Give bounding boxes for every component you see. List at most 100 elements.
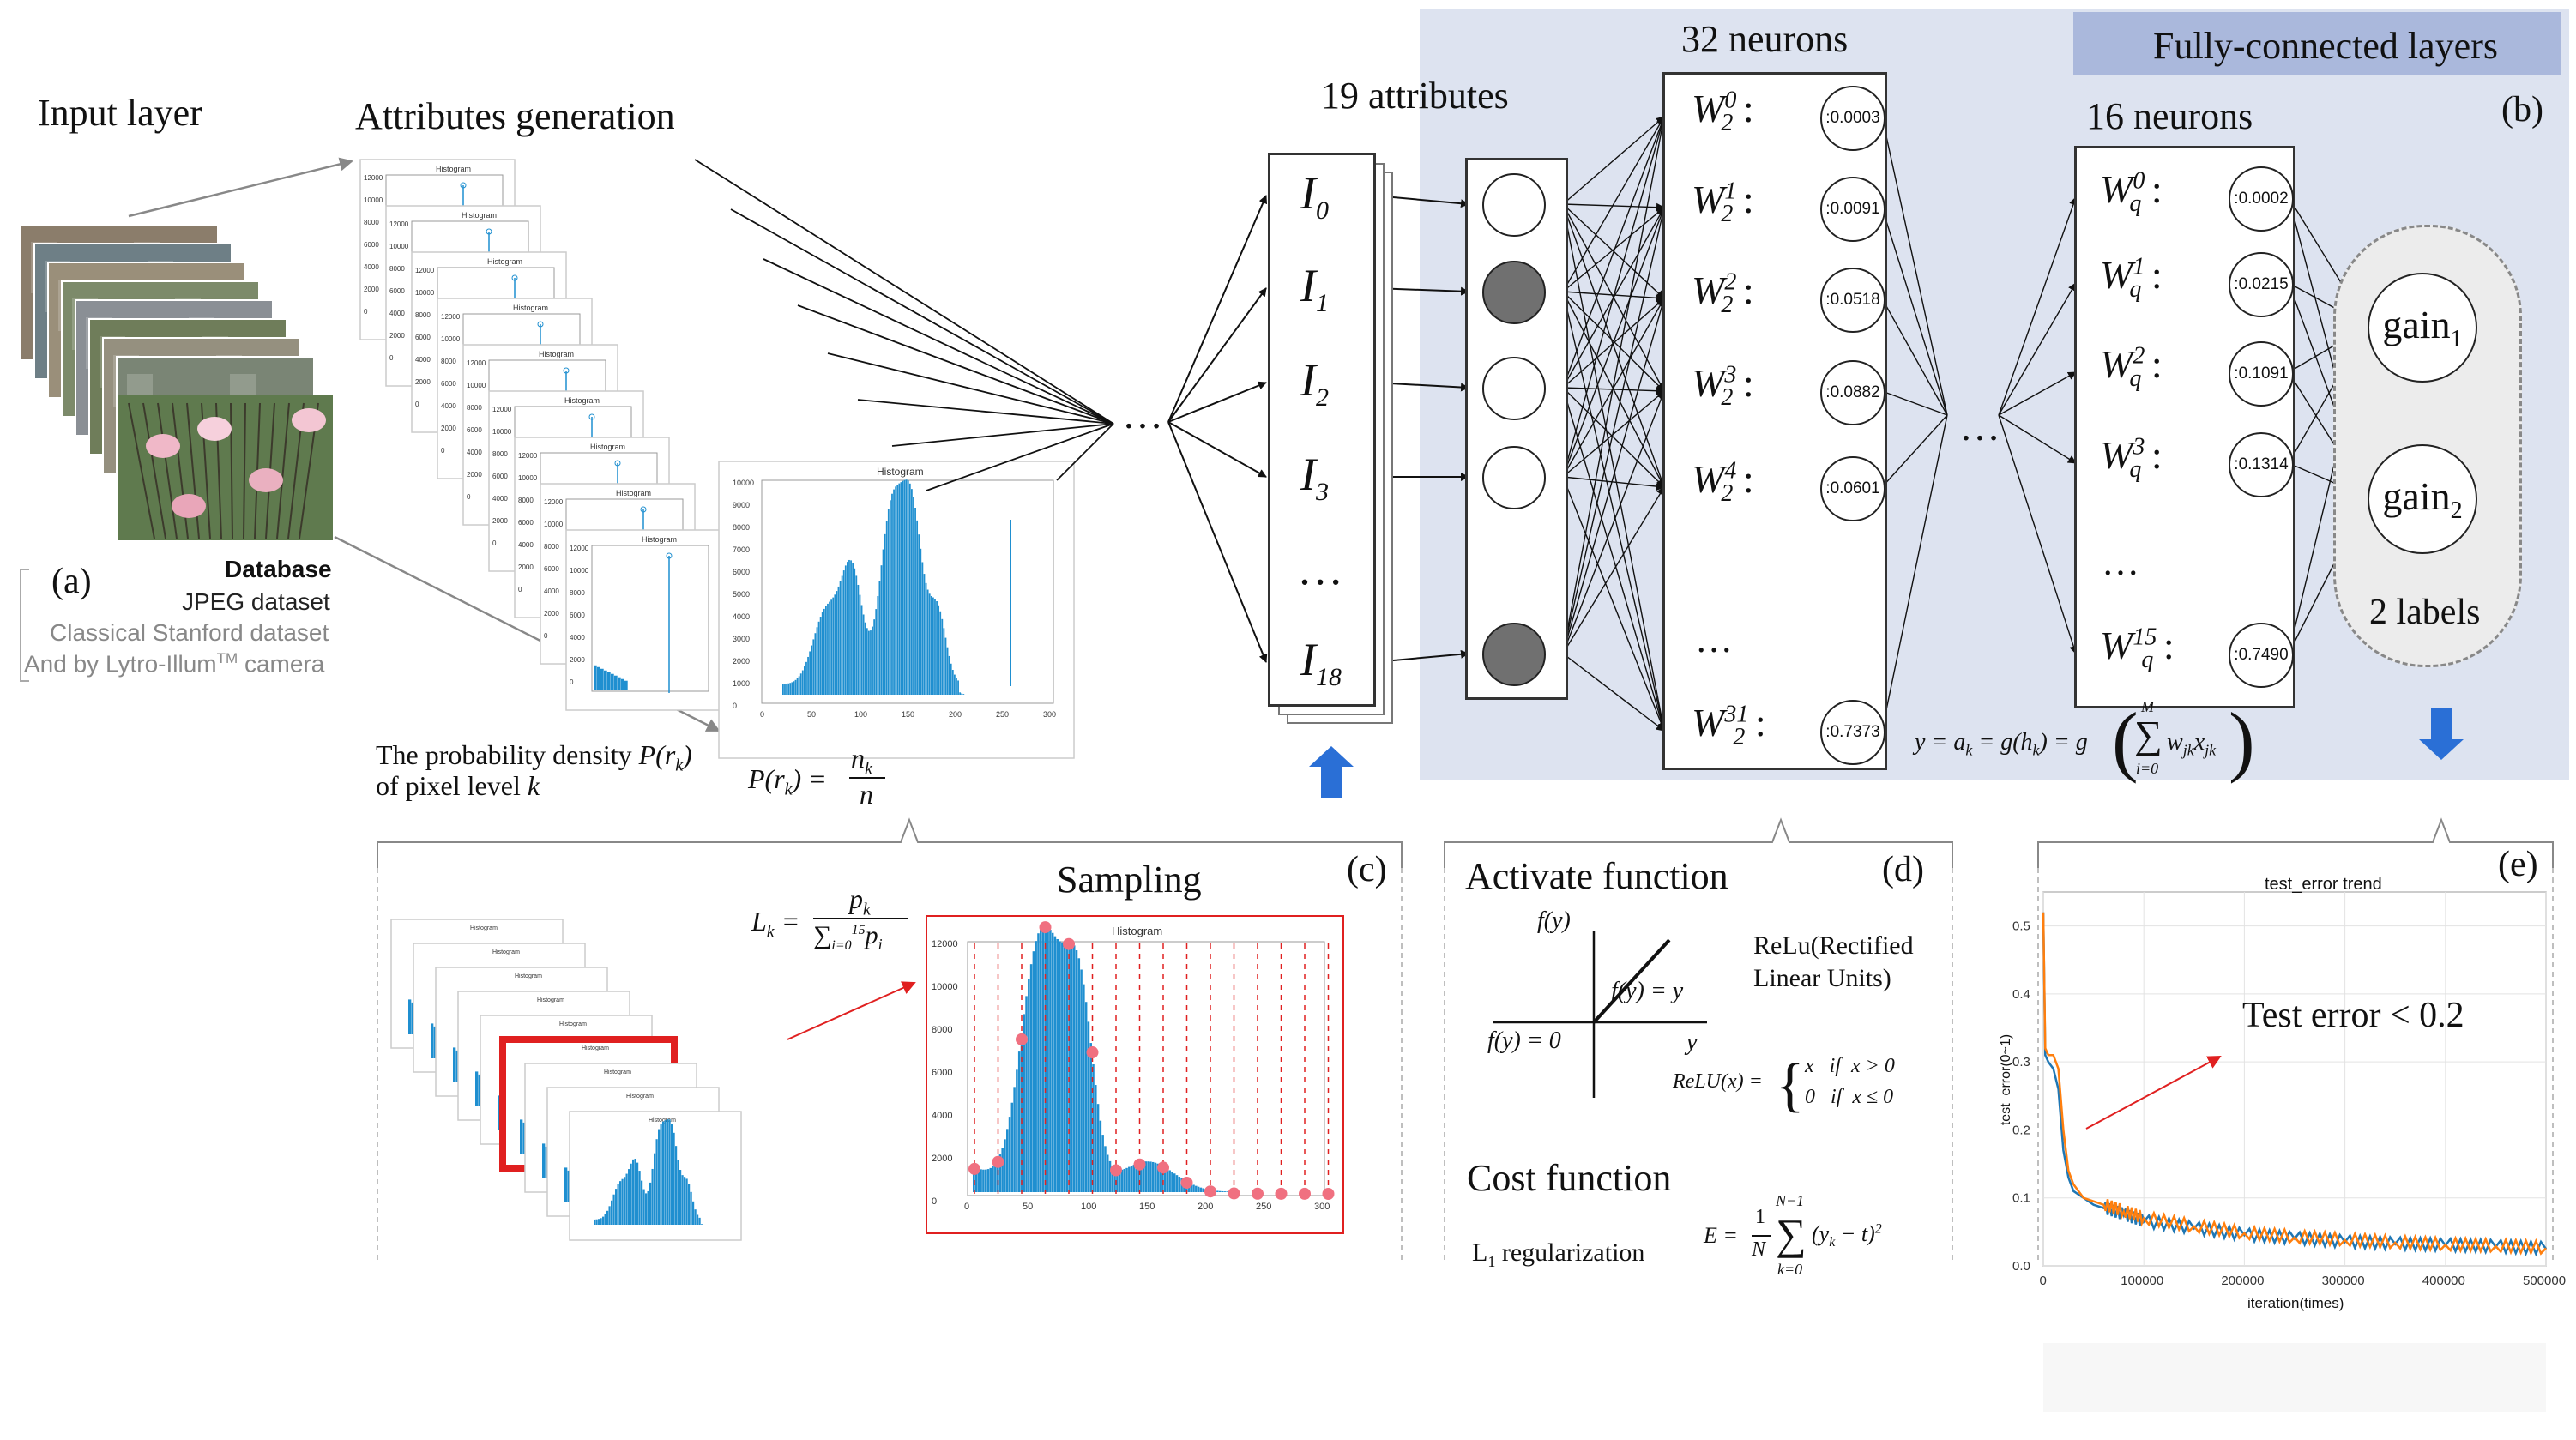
histogram-bar [848, 559, 850, 695]
histogram-bar [837, 586, 840, 695]
histogram-bar [887, 509, 890, 695]
weight-sub: 2 [1721, 201, 1734, 228]
histogram-bar [872, 626, 873, 695]
activation-formula: y = ak = g(hk) = g [1915, 729, 2088, 759]
input-attribute-sub: 2 [1315, 383, 1329, 412]
blue-up-arrow [1309, 746, 1354, 798]
chart-x-tick: 300000 [2322, 1274, 2365, 1288]
activation-formula-paren-open: ( [2112, 696, 2139, 784]
histogram-bar [614, 675, 618, 690]
histogram-bar [957, 680, 959, 695]
sampling-card-title: Histogram [582, 1045, 609, 1051]
sampling-y-tick: 10000 [932, 982, 958, 992]
sampling-x-tick: 0 [964, 1202, 969, 1212]
database-line-1: JPEG dataset [182, 588, 330, 615]
fan-to-input-arrow [1167, 381, 1267, 423]
histogram-bar [914, 508, 916, 695]
activation-to-hidden1-arrow [1562, 291, 1667, 732]
histogram-bar [1111, 1165, 1114, 1192]
histogram-bar [1147, 1161, 1149, 1192]
histogram-y-tick: 12000 [441, 313, 461, 321]
histogram-bar [805, 661, 807, 695]
histogram-bar [939, 611, 942, 695]
sampling-point [1039, 921, 1052, 934]
histogram-bar [1077, 958, 1081, 1192]
sampling-y-tick: 8000 [932, 1025, 952, 1035]
fan-to-input-arrow [1167, 421, 1268, 663]
weight-colon: : [2141, 167, 2163, 211]
weight-sup: 0 [1724, 87, 1737, 114]
histogram-bar [821, 612, 823, 695]
histogram-bar [1073, 945, 1076, 1192]
probability-formula-den: n [860, 779, 873, 810]
chart-y-tick: 0.4 [2012, 987, 2030, 1002]
chart-y-tick: 0.2 [2012, 1123, 2030, 1137]
input-attribute-4: … [1300, 542, 1342, 595]
histogram-bar [1137, 1162, 1140, 1192]
sampling-point [1180, 1176, 1193, 1189]
histogram-bar [884, 533, 886, 695]
weight-base: W [2100, 624, 2133, 667]
histogram-bar [907, 480, 909, 695]
histogram-y-tick: 6000 [492, 473, 508, 480]
mid-to-hidden2-arrow [1998, 282, 2077, 416]
big-histogram-y-tick: 8000 [733, 523, 750, 532]
histogram-bar [994, 1163, 997, 1192]
chart-x-tick: 500000 [2523, 1274, 2566, 1288]
input-attribute-sub: 0 [1315, 196, 1329, 225]
histogram-bar [634, 1158, 636, 1225]
network-connections [1373, 116, 2370, 732]
histogram-bar [673, 1132, 675, 1225]
input-attribute-base: I [1300, 354, 1316, 406]
weight-sub: q [2129, 456, 2142, 484]
histogram-bar [880, 565, 883, 695]
probability-formula-num: nk [851, 743, 872, 779]
histogram-bar [1168, 1170, 1171, 1192]
hidden1-neuron-label-0: W02 : [1692, 86, 1754, 137]
histogram-bar [944, 637, 947, 695]
chart-x-tick: 0 [2040, 1274, 2047, 1288]
chart-x-tick: 100000 [2121, 1274, 2163, 1288]
chart-series-line-0 [2042, 912, 2548, 1257]
histogram-bar [690, 1191, 692, 1225]
weight-sub: 2 [1721, 480, 1734, 508]
activation-to-hidden1-arrow [1562, 387, 1665, 488]
big-histogram-y-tick: 0 [733, 702, 737, 710]
histogram-bar [1028, 979, 1030, 1192]
histogram-y-tick: 12000 [518, 452, 538, 460]
weight-colon: : [1733, 178, 1754, 221]
mid-to-hidden2-arrow [1998, 414, 2078, 654]
histogram-bar [1096, 1104, 1100, 1192]
cost-sum-top: N−1 [1776, 1192, 1805, 1209]
weight-sub: q [2141, 647, 2154, 674]
histogram-y-tick: 8000 [544, 543, 559, 551]
histogram-bar [618, 677, 621, 690]
histogram-bar [825, 606, 827, 695]
activation-to-hidden1-arrow [1562, 116, 1667, 478]
histogram-bar [857, 584, 860, 695]
histogram-bar [624, 1177, 626, 1225]
histogram-bar [807, 656, 809, 695]
sampling-card-title: Histogram [604, 1069, 631, 1075]
photo-flower [172, 494, 206, 518]
probability-formula: P(rk) = [748, 763, 827, 799]
histogram-bar [600, 668, 604, 690]
histogram-bar [814, 633, 817, 695]
big-histogram-x-tick: 250 [996, 710, 1009, 719]
histogram-spike-marker [666, 552, 673, 559]
output-neuron-1: gain2 [2368, 444, 2477, 554]
sampling-point [1228, 1187, 1240, 1200]
weight-base: W [2100, 167, 2133, 211]
histogram-bar [677, 1160, 679, 1225]
histogram-bar [1071, 943, 1073, 1192]
attributes-generation-title: Attributes generation [355, 95, 675, 137]
histogram-bar [1107, 1154, 1109, 1192]
histogram-bar [877, 596, 879, 695]
activation-neuron [1482, 446, 1546, 509]
histogram-bar [866, 628, 868, 695]
big-histogram-axes [761, 479, 1054, 704]
histogram-bar [679, 1170, 682, 1225]
histogram-bar [868, 630, 870, 695]
histogram-y-tick: 0 [492, 539, 497, 547]
histogram-bar [862, 614, 865, 695]
